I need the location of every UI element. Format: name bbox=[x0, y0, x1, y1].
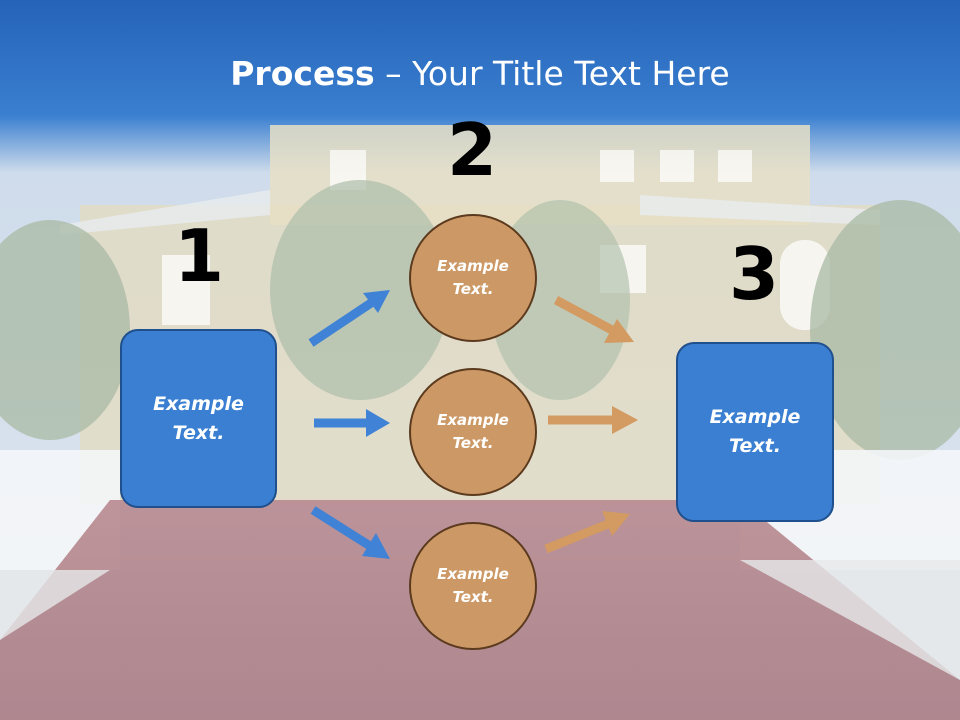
slide-title-rest: – Your Title Text Here bbox=[374, 54, 730, 93]
step-2-circle-bottom: Example Text. bbox=[409, 522, 537, 650]
step-2-circle-top: Example Text. bbox=[409, 214, 537, 342]
arrow-orange-up bbox=[544, 511, 630, 554]
step-number-1: 1 bbox=[173, 214, 225, 298]
arrow-blue-right bbox=[314, 409, 390, 437]
slide-title-bold: Process bbox=[230, 54, 375, 93]
step-3-label: Example Text. bbox=[709, 406, 801, 457]
arrow-orange-right bbox=[548, 406, 638, 434]
arrow-blue-up bbox=[308, 290, 390, 347]
step-1-box: Example Text. bbox=[120, 329, 277, 508]
step-number-2: 2 bbox=[446, 108, 498, 192]
arrow-blue-down bbox=[310, 506, 390, 559]
step-2-circle-middle: Example Text. bbox=[409, 368, 537, 496]
slide-title: Process – Your Title Text Here bbox=[0, 52, 960, 96]
step-1-label: Example Text. bbox=[153, 392, 244, 444]
step-2-label-middle: Example Text. bbox=[437, 411, 509, 452]
step-number-3: 3 bbox=[728, 232, 780, 316]
step-3-box: Example Text. bbox=[676, 342, 834, 522]
arrow-orange-down bbox=[553, 296, 634, 343]
step-2-label-bottom: Example Text. bbox=[437, 565, 509, 606]
step-2-label-top: Example Text. bbox=[437, 257, 509, 298]
